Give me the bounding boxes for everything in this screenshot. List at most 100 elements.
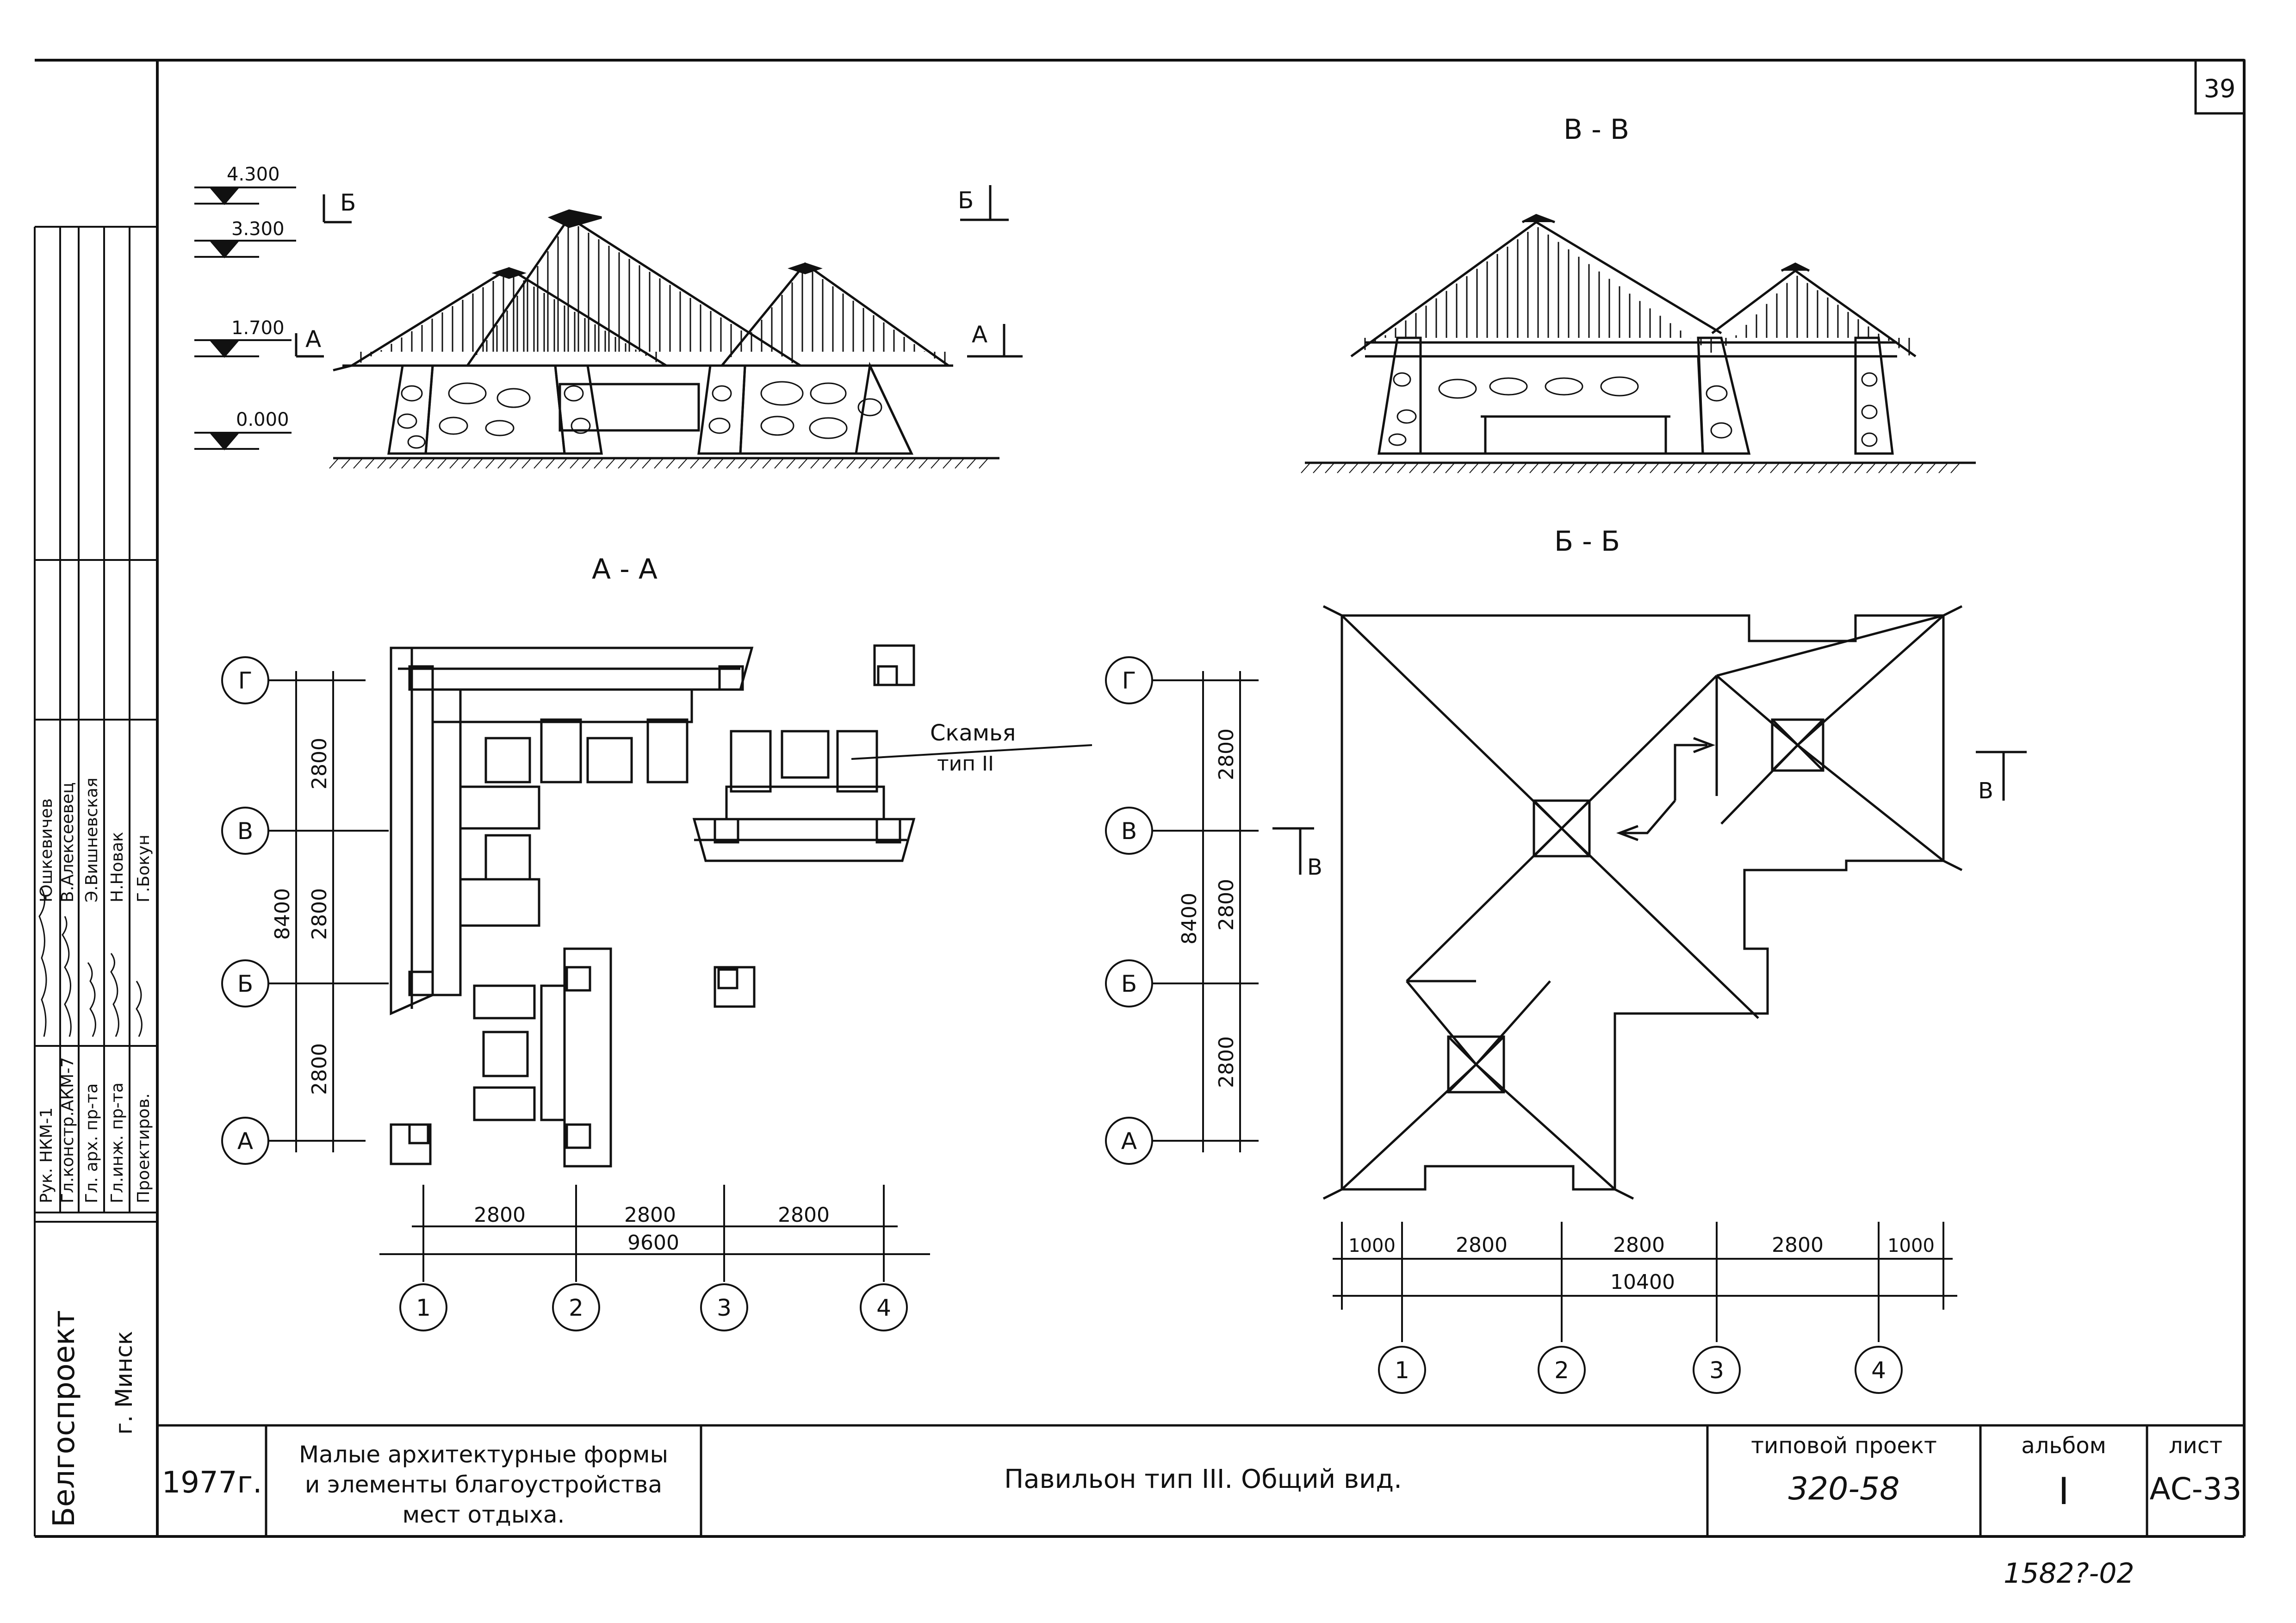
year: 1977г. [162, 1466, 262, 1500]
level-1700: 1.700 [231, 317, 285, 339]
plan-dim-h-total: 9600 [627, 1231, 679, 1255]
section-cut-marks [295, 185, 1023, 358]
album-label: альбом [2021, 1433, 2106, 1459]
plan-aa-view: А - А [221, 553, 1092, 1331]
section-vv-roofs [1350, 214, 1917, 358]
stamp-role-2: Гл.констр.АКМ-7 [58, 1057, 77, 1203]
page-number: 39 [2204, 74, 2236, 103]
drawing-title: Павильон тип III. Общий вид. [1004, 1464, 1402, 1494]
stamp-number: 1582?-02 [2004, 1557, 2135, 1590]
plan-posts [390, 644, 915, 1165]
sheet-label: лист [2169, 1433, 2222, 1459]
stamp-name-5: Г.Бокун [134, 834, 153, 902]
plan-benches [390, 647, 916, 1168]
plan-col-axes [379, 1185, 930, 1331]
page-number-box: 39 [2194, 59, 2246, 115]
roof-dim-h1: 1000 [1348, 1235, 1396, 1256]
section-vv-view: В - В [1301, 113, 1976, 473]
signature-scribbles [38, 888, 143, 1037]
roof-cut-mark-v-left: В [1307, 854, 1322, 880]
subject-line-2: и элементы благоустройства [305, 1471, 662, 1498]
section-vv-label: В - В [1564, 113, 1629, 146]
plan-axis-row-b: Б [237, 970, 253, 997]
roof-axis-row-a: А [1121, 1128, 1137, 1155]
roof-axis-col-2: 2 [1554, 1357, 1569, 1384]
roof-dim-v3: 2800 [1215, 1036, 1238, 1088]
plan-axis-row-g: Г [238, 667, 253, 694]
roof-dim-v1: 2800 [1215, 728, 1238, 780]
stones-elevation [397, 381, 882, 449]
plan-dim-h2: 2800 [624, 1203, 676, 1227]
level-0000: 0.000 [236, 409, 289, 430]
plan-axis-col-1: 1 [416, 1294, 431, 1321]
plan-axis-row-v: В [237, 818, 253, 845]
plan-dim-v2: 2800 [308, 888, 331, 940]
bench-callout-type: тип II [937, 752, 994, 776]
roof-dim-v-total: 8400 [1178, 893, 1201, 945]
level-4300: 4.300 [227, 164, 280, 185]
elevation-roofs [333, 209, 953, 372]
roof-plan-label: Б - Б [1554, 525, 1620, 558]
roof-cut-mark-v-right: В [1978, 778, 1993, 804]
roof-dim-h3: 2800 [1613, 1233, 1665, 1257]
section-vv-walls [1378, 336, 1894, 455]
roof-axis-col-1: 1 [1395, 1357, 1409, 1384]
stamp-role-5: Проектиров. [134, 1093, 153, 1203]
roof-dim-h-total: 10400 [1610, 1270, 1675, 1294]
roof-axis-col-4: 4 [1871, 1357, 1886, 1384]
roof-axis-col-3: 3 [1709, 1357, 1724, 1384]
plan-dim-h3: 2800 [778, 1203, 830, 1227]
subject-line-1: Малые архитектурные формы [299, 1441, 668, 1468]
elevation-view: 4.300 3.300 1.700 0.000 Б Б А А [194, 164, 1023, 469]
bench-callout-name: Скамья [930, 720, 1016, 746]
roof-row-axes [1105, 656, 1259, 1165]
plan-axis-row-a: А [237, 1128, 253, 1155]
stamp-role-4: Гл.инж. пр-та [108, 1082, 127, 1203]
org-city: г. Минск [111, 1331, 137, 1435]
ground-hatch-section [1301, 463, 1960, 473]
roof-dim-h4: 2800 [1772, 1233, 1824, 1257]
plan-axis-col-3: 3 [717, 1294, 732, 1321]
stamp-name-4: Н.Новак [108, 832, 127, 902]
stamp-role-1: Рук. НКМ-1 [37, 1107, 56, 1203]
sheet-frame [35, 59, 2246, 1538]
plan-dim-v1: 2800 [308, 738, 331, 790]
plan-axis-col-2: 2 [569, 1294, 583, 1321]
title-block: 1977г. Малые архитектурные формы и элеме… [157, 1424, 2244, 1536]
subject-line-3: мест отдыха. [403, 1501, 565, 1528]
cut-mark-b-right: Б [958, 187, 974, 214]
roof-dim-h2: 2800 [1456, 1233, 1508, 1257]
level-marks [194, 187, 296, 451]
org-name: Белгоспроект [47, 1310, 81, 1527]
stamp-name-1: Юшкевичев [37, 798, 56, 902]
ground-hatch-elevation [329, 459, 988, 469]
cut-mark-a-left: А [305, 326, 321, 353]
stamp-name-3: Э.Вишневская [82, 777, 101, 902]
section-vv-hatch [1364, 227, 1910, 356]
sheet-value: АС-33 [2149, 1471, 2241, 1507]
stones-section [1388, 372, 1878, 447]
roof-axis-row-b: Б [1121, 970, 1137, 997]
stamp-name-2: В.Алексеевец [58, 782, 77, 902]
roof-plan-view: Б - Б [1105, 525, 2027, 1394]
plan-dim-h1: 2800 [474, 1203, 526, 1227]
roof-col-axes [1333, 1222, 1957, 1394]
project-label: типовой проект [1751, 1433, 1937, 1459]
side-stamp: Рук. НКМ-1 Гл.констр.АКМ-7 Гл. арх. пр-т… [34, 226, 157, 1536]
plan-axis-col-4: 4 [876, 1294, 891, 1321]
plan-row-axes [221, 656, 389, 1165]
roof-dim-h5: 1000 [1887, 1235, 1935, 1256]
level-3300: 3.300 [231, 218, 285, 240]
plan-aa-label: А - А [592, 553, 658, 585]
roof-axis-row-g: Г [1122, 667, 1136, 694]
roof-cut-marks [1272, 751, 2027, 875]
cut-mark-b-left: Б [340, 189, 356, 216]
roof-axis-row-v: В [1121, 818, 1137, 845]
cut-mark-a-right: А [972, 321, 987, 348]
plan-dim-v-total: 8400 [271, 888, 294, 940]
roof-dim-v2: 2800 [1215, 879, 1238, 931]
project-number: 320-58 [1788, 1471, 1900, 1507]
roof-hatching [360, 221, 946, 366]
bench-callout-leader [851, 744, 1092, 760]
